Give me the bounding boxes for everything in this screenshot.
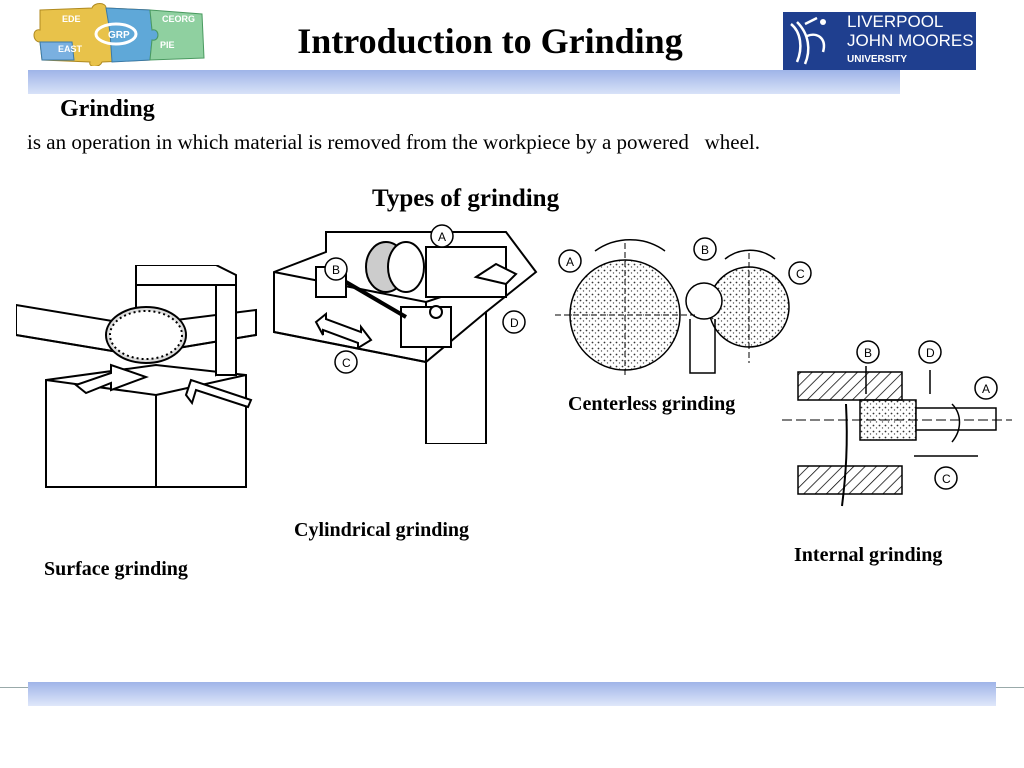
caption-cylindrical-grinding: Cylindrical grinding: [294, 519, 470, 541]
svg-text:D: D: [510, 316, 519, 330]
svg-text:C: C: [942, 472, 951, 486]
definition-text: is an operation in which material is rem…: [27, 130, 761, 154]
svg-text:B: B: [701, 243, 709, 257]
svg-text:C: C: [342, 356, 351, 370]
puzzle-word: PIE: [160, 40, 175, 50]
puzzle-word: EDE: [62, 14, 81, 24]
puzzle-word: CEORG: [162, 14, 195, 24]
logo-line-2: JOHN MOORES: [847, 31, 974, 50]
internal-grinding-diagram: B D A C: [782, 340, 1012, 507]
diagram-label-c: C: [934, 466, 958, 490]
logo-line-1: LIVERPOOL: [847, 12, 944, 31]
puzzle-word: EAST: [58, 44, 83, 54]
diagram-label-b: B: [693, 237, 717, 261]
logo-line-3: UNIVERSITY: [847, 54, 908, 65]
svg-text:C: C: [796, 267, 805, 281]
svg-text:A: A: [566, 255, 574, 269]
diagram-label-d: D: [502, 310, 526, 334]
centerless-grinding-diagram: A B C: [555, 237, 812, 378]
svg-text:D: D: [926, 346, 935, 360]
svg-text:A: A: [438, 230, 446, 244]
caption-internal-grinding: Internal grinding: [794, 544, 943, 566]
diagram-label-a: A: [974, 376, 998, 400]
puzzle-logo: EDE CEORG PIE GRP EAST: [32, 2, 212, 67]
footer-gradient-bar: [28, 682, 996, 706]
caption-surface-grinding: Surface grinding: [44, 558, 188, 580]
header-gradient-bar: [28, 70, 900, 94]
puzzle-emblem: [94, 22, 138, 46]
diagram-label-c: C: [334, 350, 358, 374]
caption-centerless-grinding: Centerless grinding: [568, 393, 736, 415]
university-logo: LIVERPOOL JOHN MOORES UNIVERSITY: [783, 12, 976, 70]
slide-title: Introduction to Grinding: [297, 21, 683, 61]
diagram-label-c: C: [788, 261, 812, 285]
puzzle-word: GRP: [108, 30, 130, 41]
svg-text:A: A: [982, 382, 990, 396]
diagram-label-b: B: [856, 340, 880, 364]
svg-text:B: B: [332, 263, 340, 277]
types-heading: Types of grinding: [372, 185, 560, 212]
surface-grinding-diagram: [16, 265, 257, 488]
cylindrical-grinding-diagram: A B C D: [273, 224, 538, 444]
diagram-label-b: B: [324, 257, 348, 281]
diagram-label-a: A: [558, 249, 582, 273]
diagram-label-d: D: [918, 340, 942, 364]
diagram-label-a: A: [430, 224, 454, 248]
svg-text:B: B: [864, 346, 872, 360]
section-heading: Grinding: [60, 96, 155, 122]
bird-emblem-icon: [790, 16, 826, 65]
